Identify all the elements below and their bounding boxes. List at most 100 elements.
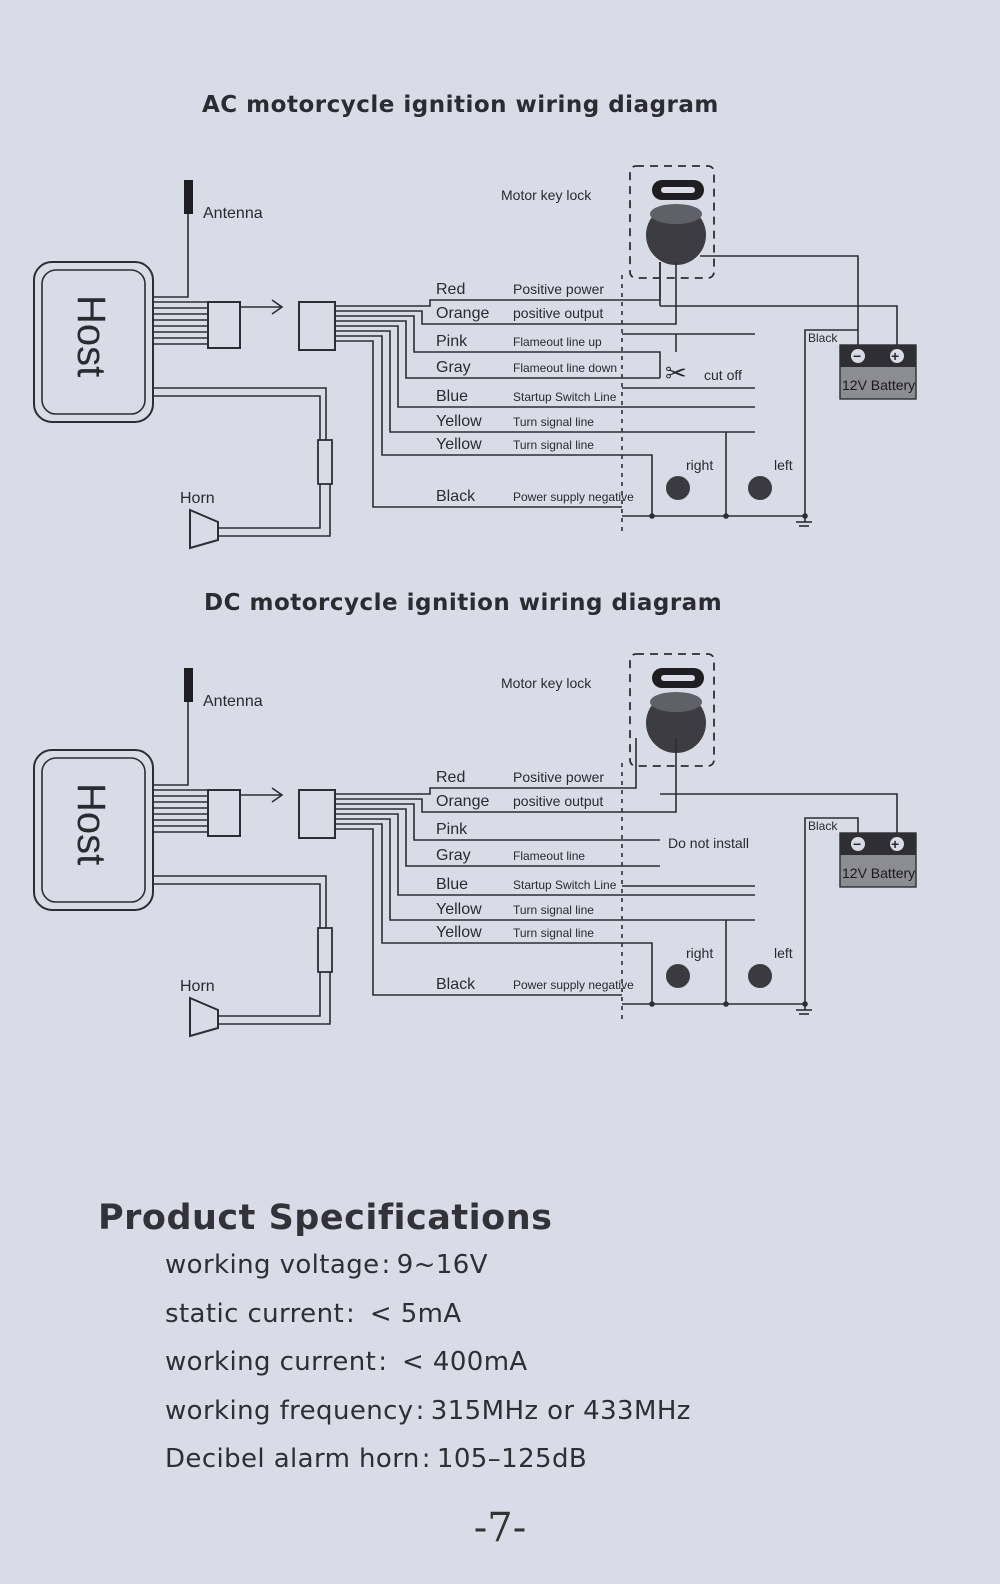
antenna-wire <box>153 702 189 786</box>
harness-wire-2 <box>335 315 622 353</box>
battery-ground-wire <box>804 329 859 522</box>
host-inner-box <box>41 757 146 903</box>
scissors-icon: ✂ <box>665 358 687 388</box>
junction-dot <box>802 513 808 519</box>
key-lock-top <box>650 204 702 224</box>
wire-function-label: Positive power <box>513 769 604 785</box>
antenna-label: Antenna <box>203 205 263 222</box>
wire-color-label: Pink <box>436 333 468 350</box>
battery-positive-wire <box>660 305 898 345</box>
wire-function-label: Turn signal line <box>513 415 594 429</box>
antenna-icon <box>184 668 193 702</box>
antenna-icon <box>184 180 193 214</box>
key-lock-dashed-box <box>629 653 715 767</box>
pink-wire <box>622 351 661 378</box>
wire-function-label: Flameout line <box>513 849 585 863</box>
horn-fuse-holder <box>317 927 333 973</box>
yellow-output-2 <box>622 454 653 516</box>
harness-wire-7 <box>335 340 622 508</box>
horn-wire-a <box>153 875 327 928</box>
harness-connector-socket <box>298 789 336 839</box>
plus-icon: + <box>891 348 899 364</box>
junction-dot <box>802 1001 808 1007</box>
battery-wire-label: Black <box>808 819 838 833</box>
harness-wire-4 <box>335 325 622 408</box>
wire-function-label: Startup Switch Line <box>513 390 617 404</box>
harness-wire-7 <box>335 828 622 996</box>
wire-color-label: Black <box>436 488 476 505</box>
arrow-head-icon <box>271 787 284 803</box>
wire-function-label: Startup Switch Line <box>513 878 617 892</box>
orange-to-lock <box>622 738 677 813</box>
horn-label: Horn <box>180 490 215 507</box>
harness-wire-5 <box>335 818 622 921</box>
wire-color-label: Yellow <box>436 901 482 918</box>
left-label: left <box>774 945 793 961</box>
key-lock-label: Motor key lock <box>501 675 592 691</box>
wire-color-label: Yellow <box>436 436 482 453</box>
specifications-title: Product Specifications <box>98 1198 553 1238</box>
minus-icon: − <box>853 836 861 852</box>
wire-color-label: Orange <box>436 793 489 810</box>
wire-color-label: Black <box>436 976 476 993</box>
spec-item: static current: < 5mA <box>165 1298 462 1329</box>
page-number: -7- <box>473 1505 527 1551</box>
host-outer-box <box>33 749 154 911</box>
wire-function-label: Positive power <box>513 281 604 297</box>
host-label: Host <box>69 783 113 865</box>
junction-dot <box>649 1001 655 1007</box>
spec-item: working current: < 400mA <box>165 1347 528 1377</box>
horn-wire-c <box>218 972 321 1017</box>
harness-wire-1 <box>335 798 622 813</box>
battery-negative-terminal <box>851 837 865 851</box>
battery-positive-terminal <box>890 837 904 851</box>
do-not-install-label: Do not install <box>668 835 749 851</box>
battery-wire-label: Black <box>808 331 838 345</box>
spec-item: working voltage:9~16V <box>165 1250 488 1280</box>
junction-dot <box>723 513 729 519</box>
battery-positive-wire <box>660 793 898 833</box>
harness-wire-5 <box>335 330 622 433</box>
right-bulb-icon <box>666 964 690 988</box>
left-label: left <box>774 457 793 473</box>
red-to-lock <box>622 262 661 301</box>
key-lock-dashed-box <box>629 165 715 279</box>
specifications-list: working voltage:9~16V static current: < … <box>165 1250 691 1493</box>
wire-function-label: positive output <box>513 793 603 809</box>
orange-to-lock <box>622 262 677 325</box>
key-lock-top <box>650 692 702 712</box>
left-bulb-icon <box>748 964 772 988</box>
wire-color-label: Red <box>436 769 465 786</box>
horn-label: Horn <box>180 978 215 995</box>
battery-label: 12V Battery <box>842 865 915 881</box>
harness-wire-6 <box>335 335 622 456</box>
horn-fuse-holder <box>317 439 333 485</box>
left-bulb-icon <box>748 476 772 500</box>
host-label: Host <box>69 295 113 377</box>
horn-icon <box>189 508 219 550</box>
wire-function-label: positive output <box>513 305 603 321</box>
horn-icon <box>189 996 219 1038</box>
spec-item: working frequency:315MHz or 433MHz <box>165 1395 691 1426</box>
harness-wire-0 <box>335 787 622 795</box>
ac-diagram-title: AC motorcycle ignition wiring diagram <box>202 92 719 118</box>
harness-wire-3 <box>335 808 622 867</box>
harness-wire-4 <box>335 813 622 896</box>
horn-wire-a <box>153 387 327 440</box>
harness-wire-6 <box>335 823 622 944</box>
host-connector-plug <box>207 789 241 837</box>
key-slot-inner <box>661 675 695 681</box>
harness-connector-socket <box>298 301 336 351</box>
key-lock-label: Motor key lock <box>501 187 592 203</box>
host-inner-box <box>41 269 146 415</box>
right-label: right <box>686 457 713 473</box>
wire-color-label: Pink <box>436 821 468 838</box>
wire-color-label: Yellow <box>436 924 482 941</box>
wire-color-label: Gray <box>436 359 471 376</box>
wire-function-label: Flameout line up <box>513 335 602 349</box>
lock-output-wire <box>700 255 859 330</box>
plus-icon: + <box>891 836 899 852</box>
wire-function-label: Turn signal line <box>513 438 594 452</box>
